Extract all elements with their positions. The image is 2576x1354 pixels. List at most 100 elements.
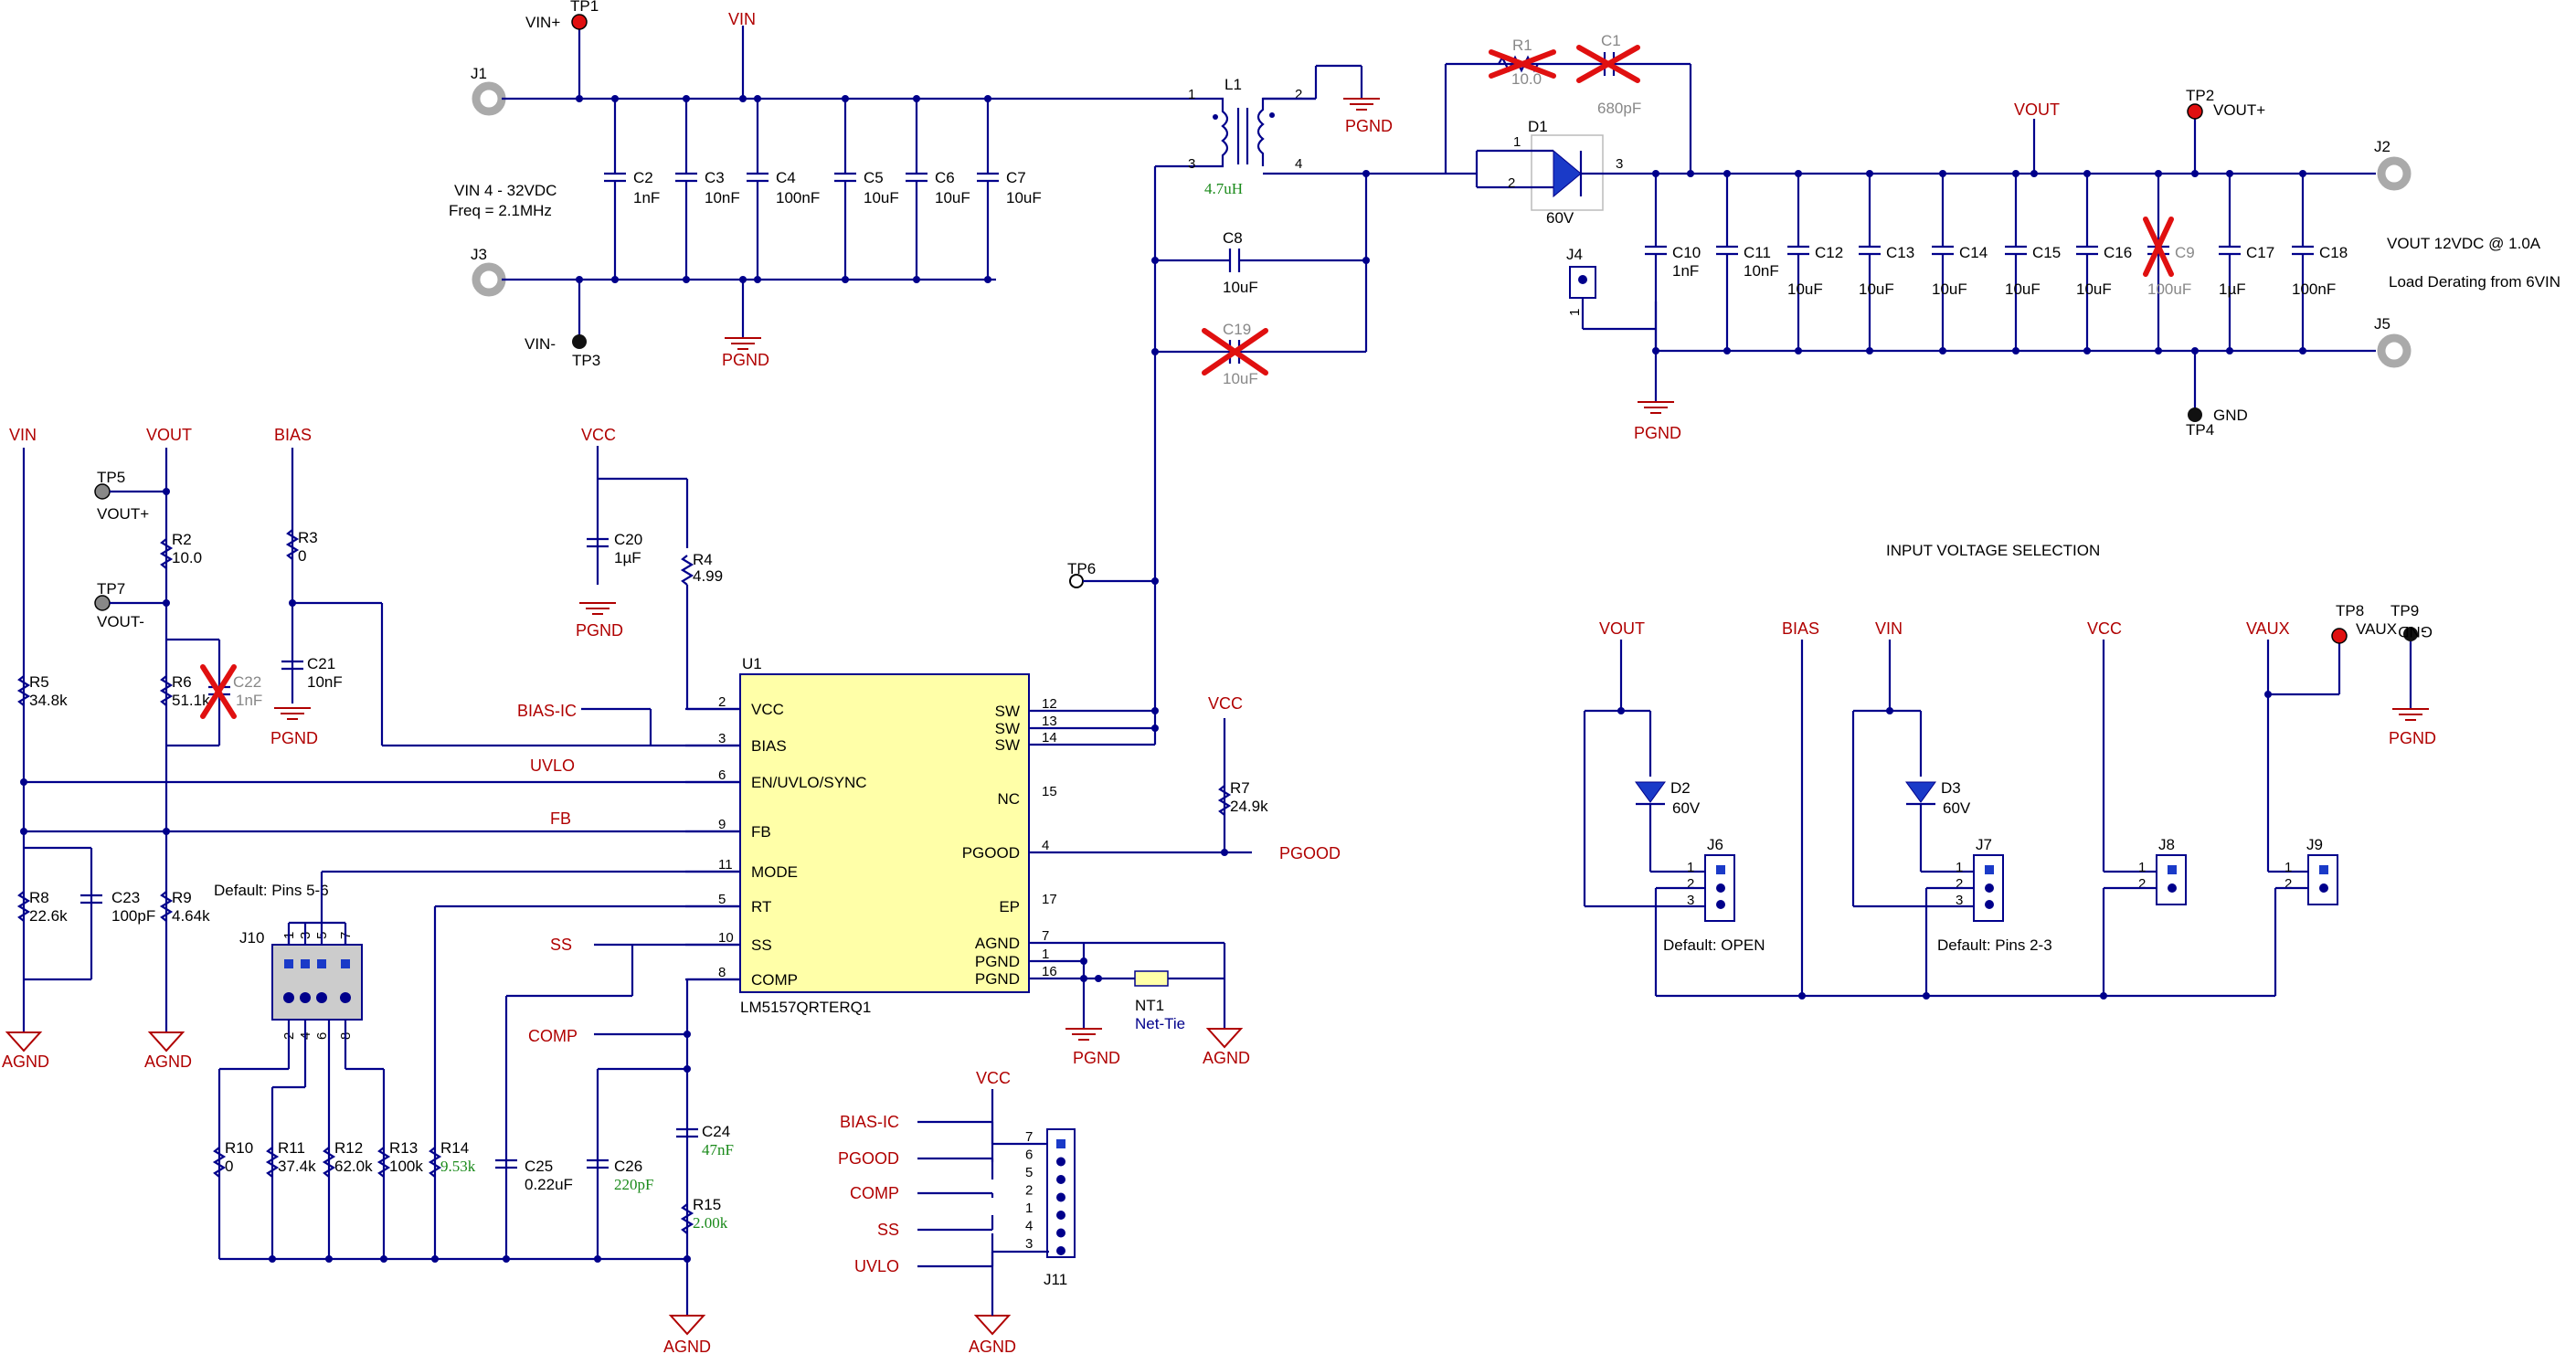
svg-text:R9: R9 (172, 889, 192, 906)
svg-text:60V: 60V (1943, 799, 1971, 817)
j3-terminal[interactable] (472, 262, 506, 297)
d1-diode[interactable] (1553, 149, 1582, 198)
svg-text:J6: J6 (1707, 836, 1723, 853)
svg-text:Net-Tie: Net-Tie (1135, 1015, 1185, 1032)
svg-text:R5: R5 (29, 673, 49, 691)
svg-text:VAUX: VAUX (2246, 619, 2290, 638)
svg-text:J11: J11 (1044, 1271, 1067, 1288)
d3-diode[interactable] (1905, 781, 1936, 803)
pin-number: 7 (1042, 928, 1049, 944)
output-cap-c18[interactable]: C18 100nF (2292, 170, 2348, 354)
tp5-testpoint[interactable] (94, 483, 111, 500)
input-section: J1 J3 TP1 VIN+ VIN TP3 VIN- PGND VIN 4 -… (449, 0, 1188, 369)
svg-text:AGND: AGND (969, 1338, 1016, 1354)
net-flag: SS (877, 1221, 899, 1239)
svg-text:3: 3 (1687, 893, 1694, 908)
pin-name: SW (995, 703, 1020, 720)
j3-label: J3 (471, 246, 487, 263)
cap-ref: C4 (776, 169, 796, 186)
svg-text:60V: 60V (1672, 799, 1701, 817)
svg-text:VIN: VIN (1875, 619, 1903, 638)
pin-number: 8 (718, 965, 726, 980)
cap-value: 1nF (1672, 262, 1699, 280)
tp7-testpoint[interactable] (94, 595, 111, 611)
j1-terminal[interactable] (472, 81, 506, 116)
svg-text:C24: C24 (702, 1123, 730, 1140)
svg-text:NT1: NT1 (1135, 997, 1164, 1014)
cap-ref: C5 (864, 169, 884, 186)
svg-text:3: 3 (1188, 156, 1195, 172)
j9-connector[interactable] (2307, 854, 2338, 905)
tp2-testpoint[interactable] (2187, 103, 2203, 120)
l1-inductor[interactable] (1188, 97, 1316, 168)
j8-connector[interactable] (2156, 854, 2187, 905)
input-note-freq: Freq = 2.1MHz (449, 202, 552, 219)
u1-body[interactable] (739, 673, 1030, 993)
pin-number: 4 (1042, 838, 1049, 853)
pin-number: 15 (1042, 784, 1057, 799)
cap-value: 1nF (633, 189, 660, 206)
pin-name: MODE (751, 863, 798, 881)
j2-terminal[interactable] (2377, 156, 2412, 191)
tp3-testpoint[interactable] (572, 334, 587, 349)
cap-value: 10uF (935, 189, 970, 206)
svg-text:TP5: TP5 (97, 469, 125, 486)
nt1-net-tie[interactable] (1134, 970, 1169, 987)
svg-text:R10: R10 (225, 1139, 253, 1157)
svg-text:62.0k: 62.0k (334, 1158, 373, 1175)
svg-text:PGND: PGND (270, 729, 318, 747)
cap-value: 1µF (2219, 280, 2246, 298)
input-cap-c4[interactable]: C4 100nF (747, 95, 820, 283)
svg-text:COMP: COMP (528, 1027, 578, 1045)
pin-number: 16 (1042, 964, 1057, 979)
d2-diode[interactable] (1635, 781, 1666, 803)
svg-text:BIAS-IC: BIAS-IC (517, 702, 577, 720)
cap-value: 100nF (776, 189, 820, 206)
output-section: PGND VOUT TP2 VOUT+ J2 J5 GND TP4 VOUT 1… (1634, 87, 2560, 442)
cap-value: 100nF (2292, 280, 2336, 298)
cap-ref: C9 (2175, 244, 2195, 261)
j10-header[interactable] (271, 944, 363, 1021)
cap-ref: C18 (2319, 244, 2348, 261)
svg-text:0.22uF: 0.22uF (525, 1176, 573, 1193)
svg-text:TP6: TP6 (1067, 560, 1096, 577)
pin-number: 3 (1025, 1236, 1033, 1252)
tp8-testpoint[interactable] (2331, 628, 2348, 644)
tp9-testpoint[interactable] (2403, 627, 2418, 641)
tp4-testpoint[interactable] (2188, 407, 2202, 422)
pin-number: 7 (1025, 1129, 1033, 1145)
svg-text:PGND: PGND (576, 621, 623, 640)
svg-text:VOUT-: VOUT- (97, 613, 144, 630)
svg-text:VOUT+: VOUT+ (97, 505, 149, 523)
svg-text:VCC: VCC (976, 1069, 1011, 1087)
j5-terminal[interactable] (2377, 333, 2412, 368)
tp1-testpoint[interactable] (571, 14, 588, 30)
svg-text:10.0: 10.0 (172, 549, 202, 566)
svg-text:AGND: AGND (2, 1053, 49, 1071)
cap-value: 10uF (2076, 280, 2112, 298)
svg-text:3: 3 (1956, 893, 1963, 908)
pin-number: 4 (1025, 1219, 1033, 1234)
svg-text:R7: R7 (1230, 779, 1250, 797)
tp3-label: TP3 (572, 352, 600, 369)
svg-text:4.99: 4.99 (693, 567, 723, 585)
svg-text:10uF: 10uF (1223, 370, 1258, 387)
svg-text:C20: C20 (614, 531, 642, 548)
